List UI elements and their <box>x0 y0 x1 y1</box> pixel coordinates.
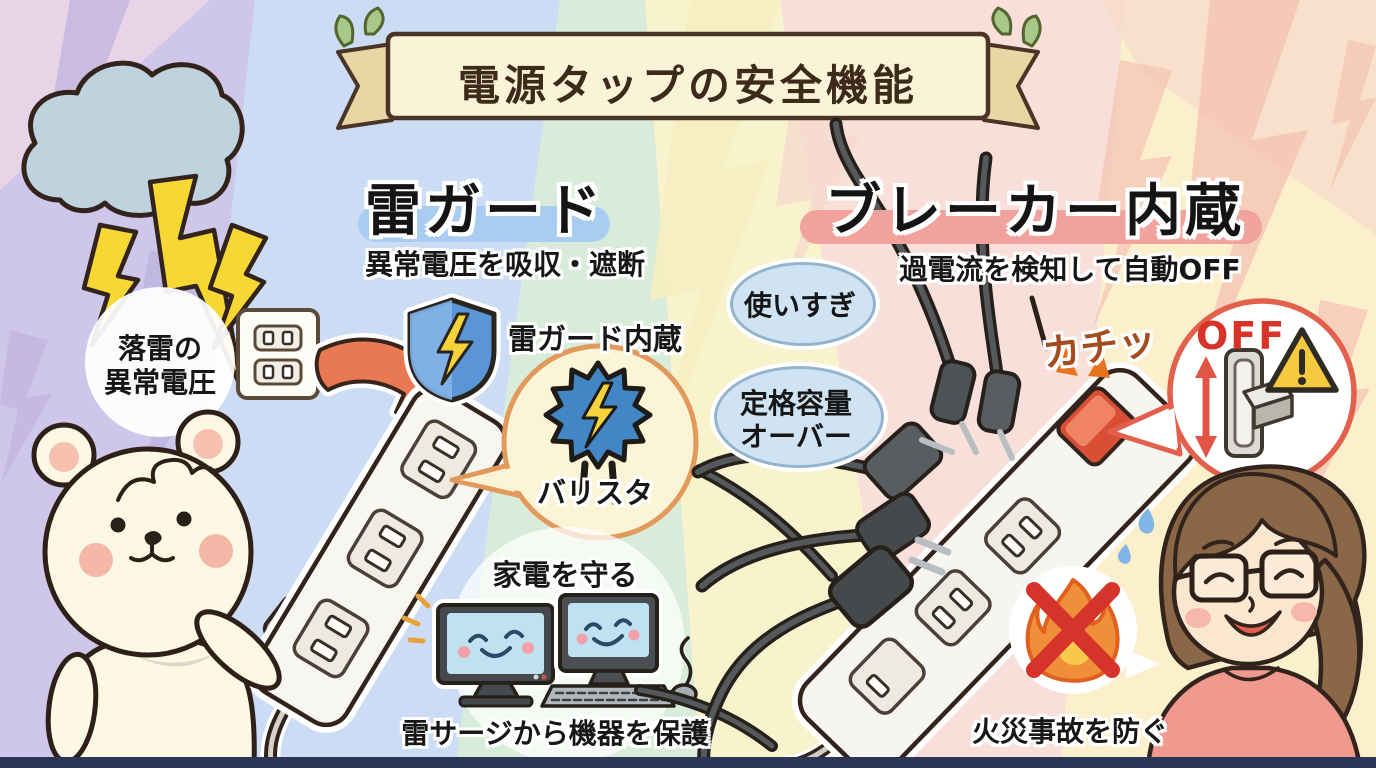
breaker-switch <box>1056 386 1137 467</box>
capacity-bubble <box>714 366 884 468</box>
overuse-bubble <box>730 262 876 346</box>
left-heading-highlight <box>358 206 610 242</box>
protect-appliances-label: 家電を守る <box>492 558 638 592</box>
strip-socket <box>346 508 424 589</box>
capacity-bubble-line1: 定格容量 <box>739 387 852 420</box>
warning-triangle-icon <box>1265 327 1339 393</box>
right-caption: 火災事故を防ぐ <box>971 715 1168 748</box>
leaf-decoration-right <box>991 6 1042 48</box>
bear-arm <box>194 609 282 691</box>
glasses-icon <box>1173 549 1319 603</box>
left-caption: 雷サージから機器を保護 <box>401 717 709 750</box>
no-fire-bubble <box>1009 566 1160 694</box>
capacity-bubble-line2: オーバー <box>740 420 852 453</box>
overuse-bubble-label: 使いすぎ <box>743 289 856 322</box>
right-heading-highlight <box>800 210 1262 244</box>
lightning-voltage-bubble <box>85 287 235 437</box>
varistor-bubble <box>449 343 699 541</box>
shield-icon <box>403 293 501 407</box>
sweat-drops <box>1117 508 1155 564</box>
off-label: OFF <box>1196 314 1287 358</box>
appliances-bubble <box>401 527 698 763</box>
varistor-icon <box>543 360 653 506</box>
leaf-decoration-left <box>334 6 385 48</box>
right-section-subtitle: 過電流を検知して自動OFF <box>899 253 1241 286</box>
strip-socket <box>848 637 926 715</box>
plug-cluster <box>691 117 1022 768</box>
sparkle-marks <box>401 593 431 644</box>
strip-socket <box>292 598 370 679</box>
varistor-label: バリスタ <box>536 476 653 510</box>
left-section-subtitle: 異常電圧を吸収・遮断 <box>364 248 645 281</box>
left-section-heading: 雷ガード <box>365 179 605 244</box>
click-emphasis-marks <box>1029 295 1110 378</box>
wall-outlet-illustration <box>236 308 320 400</box>
off-direction-arrow <box>1195 356 1217 458</box>
page-title: 電源タップの安全機能 <box>457 61 918 110</box>
prohibit-x-icon <box>1026 582 1120 678</box>
right-section-heading: ブレーカー内蔵 <box>825 179 1245 244</box>
tv-icon <box>432 599 559 708</box>
lightning-bubble-line1: 落雷の <box>117 332 202 365</box>
guard-builtin-label: 雷ガード内蔵 <box>507 322 682 356</box>
woman-character <box>1117 464 1367 768</box>
bear-character <box>31 409 257 768</box>
storm-cloud-illustration <box>21 60 269 393</box>
bottom-bar <box>0 757 1376 768</box>
computer-icon <box>540 589 698 708</box>
off-bubble <box>1107 298 1357 488</box>
title-banner <box>334 6 1042 130</box>
lightning-bubble-line2: 異常電圧 <box>103 366 216 399</box>
strip-socket <box>914 569 992 647</box>
strip-socket <box>984 497 1062 575</box>
